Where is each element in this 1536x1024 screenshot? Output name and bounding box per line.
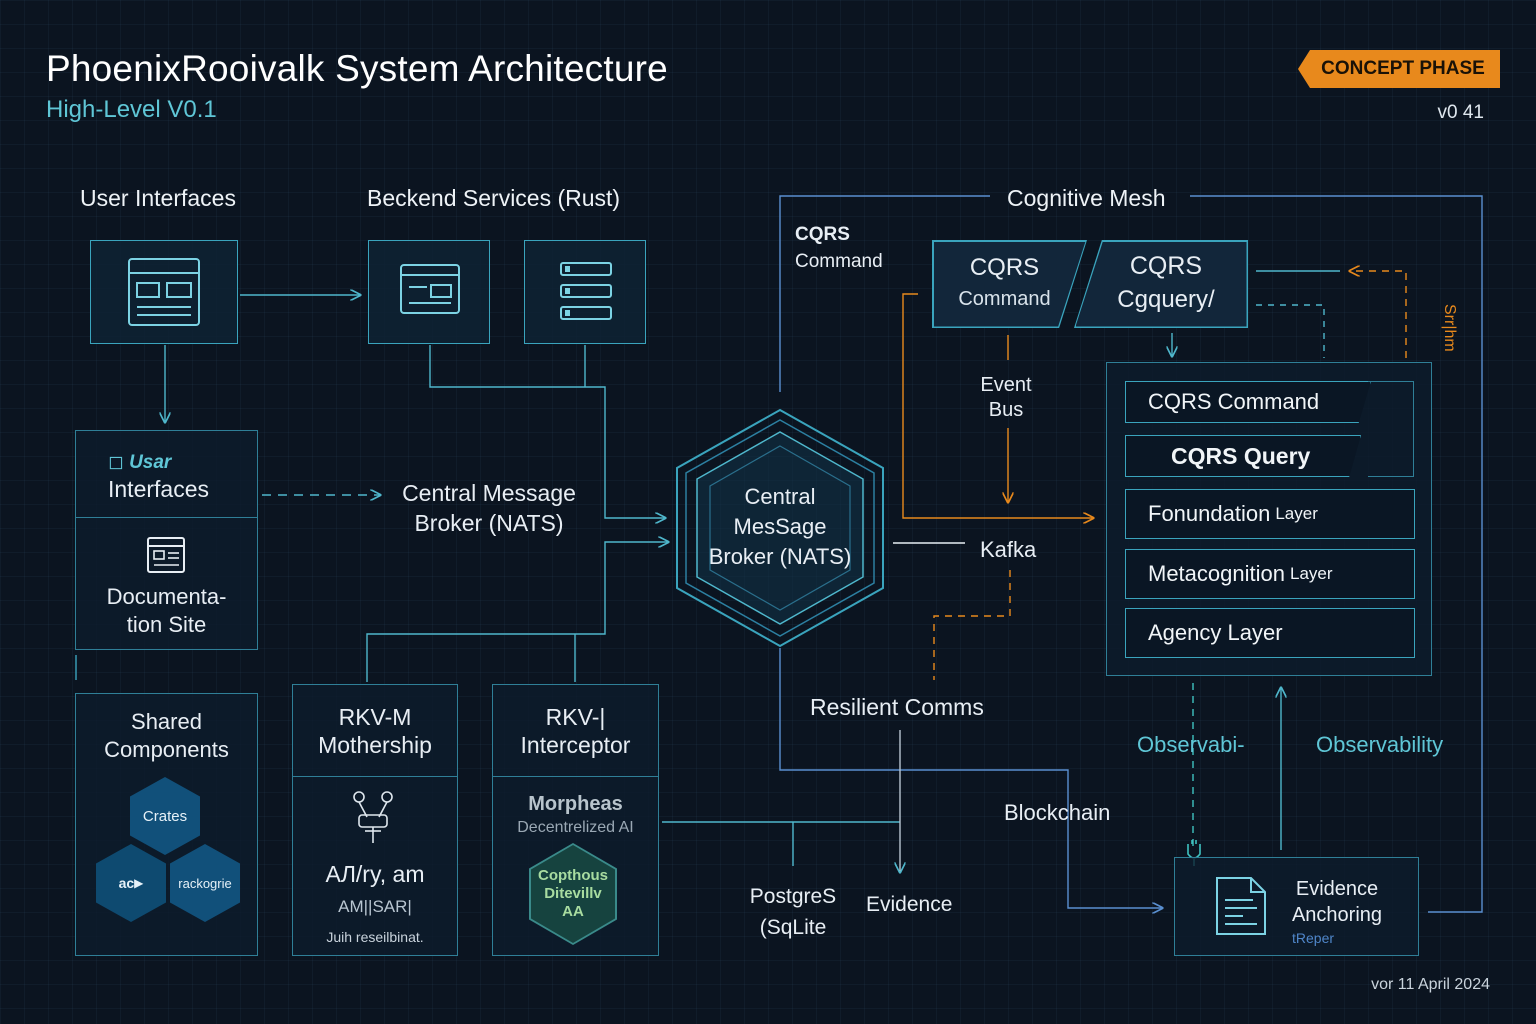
crates-hex[interactable]: Crates [130,777,200,855]
cqrs-command-node[interactable]: CQRS Command [932,240,1087,328]
user-interface-node[interactable] [90,240,238,344]
phase-badge: CONCEPT PHASE [1298,50,1500,88]
version-label: v0 41 [1437,102,1484,123]
observability-right-label: Observability [1316,732,1444,757]
layer-cqrs-command[interactable]: CQRS Command [1125,381,1371,423]
cqrs-query-node[interactable]: CQRS Cgquery/ [1074,240,1248,328]
package-hex-left[interactable]: ac ▶ [96,844,166,922]
rkv-i-title: RKV-| Interceptor [520,704,631,758]
rkv-m-scribble: AЛ/ry, am [325,861,425,887]
evidence-anchoring-title: Evidence Anchoring [1291,878,1383,926]
page-title: PhoenixRooivalk System Architecture [46,48,668,89]
morpheas-sub: Decentrelized AI [517,819,634,836]
event-bus-label: Event Bus [980,374,1032,421]
tag-icon: ◻ [108,452,124,473]
mesh-side-text: Srr|hm [1441,304,1458,352]
arrow-icon: ▶ [134,876,144,890]
cqrs-command-sub: Command [958,288,1051,310]
section-cognitive-mesh: Cognitive Mesh [1007,185,1166,211]
user-interfaces-label: Interfaces [108,476,209,502]
rkv-m-title: RKV-M Mothership [318,704,432,758]
evidence-anchoring-node[interactable]: Evidence Anchoring tReper [1174,857,1419,956]
rkv-interceptor-panel[interactable]: RKV-| Interceptor Morpheas Decentrelized… [492,684,659,956]
cqrs-query-title: CQRS [1129,252,1203,280]
browser-icon [400,264,460,314]
morpheas-title: Morpheas [528,793,623,815]
broker-label-left: Central Message Broker (NATS) [402,480,576,536]
kafka-label: Kafka [980,537,1037,562]
ui-documentation-panel: ◻ Usar Interfaces Documenta- tion Site [75,430,258,650]
section-backend-services: Beckend Services (Rust) [367,185,621,211]
layer-cqrs-query[interactable]: CQRS Query [1125,435,1361,477]
resilient-comms-label: Resilient Comms [810,694,984,720]
backend-service-node-2[interactable] [524,240,646,344]
user-label-italic: ◻ Usar [108,452,172,473]
shared-components-title: Shared Components [104,709,229,762]
backend-service-node-1[interactable] [368,240,490,344]
cqrs-side-sub: Command [795,251,883,272]
shared-components-panel: Shared Components Crates ac ▶ rackogrie [75,693,258,956]
document-icon [147,537,185,573]
server-stack-icon [560,262,612,320]
window-icon [128,258,200,326]
observability-left-label: Observabi- [1137,732,1245,757]
page-subtitle: High-Level V0.1 [46,96,217,123]
documentation-site-label: Documenta- tion Site [106,584,227,637]
postgres-label: PostgreS (SqLite [749,885,837,939]
morpheas-hex-text: Copthous Ditevillv AA [538,867,608,920]
morpheas-hex: Copthous Ditevillv AA [529,843,617,945]
layer-hatch-block [1368,381,1414,477]
package-hex-right[interactable]: rackogrie [170,844,240,922]
evidence-anchoring-sub: tReper [1292,930,1335,946]
date-label: vor 11 April 2024 [1371,976,1490,993]
central-broker-hex[interactable]: Central MesSage Broker (NATS) [708,484,852,569]
section-user-interfaces: User Interfaces [80,185,236,211]
rkv-m-foot: Juih reseilbinat. [326,929,424,945]
drone-icon [353,791,393,843]
layer-agency[interactable]: Agency Layer [1125,608,1415,658]
cqrs-side-title: CQRS [795,224,850,245]
cqrs-query-sub: Cgquery/ [1117,286,1215,313]
rkv-m-sub: AM||SAR| [338,897,412,916]
cqrs-command-title: CQRS [969,254,1040,281]
rkv-mothership-panel[interactable]: RKV-M Mothership AЛ/ry, am AM||SAR| Juih… [292,684,458,956]
document-icon [1216,877,1266,935]
evidence-label: Evidence [866,893,953,916]
blockchain-label: Blockchain [1004,800,1111,825]
